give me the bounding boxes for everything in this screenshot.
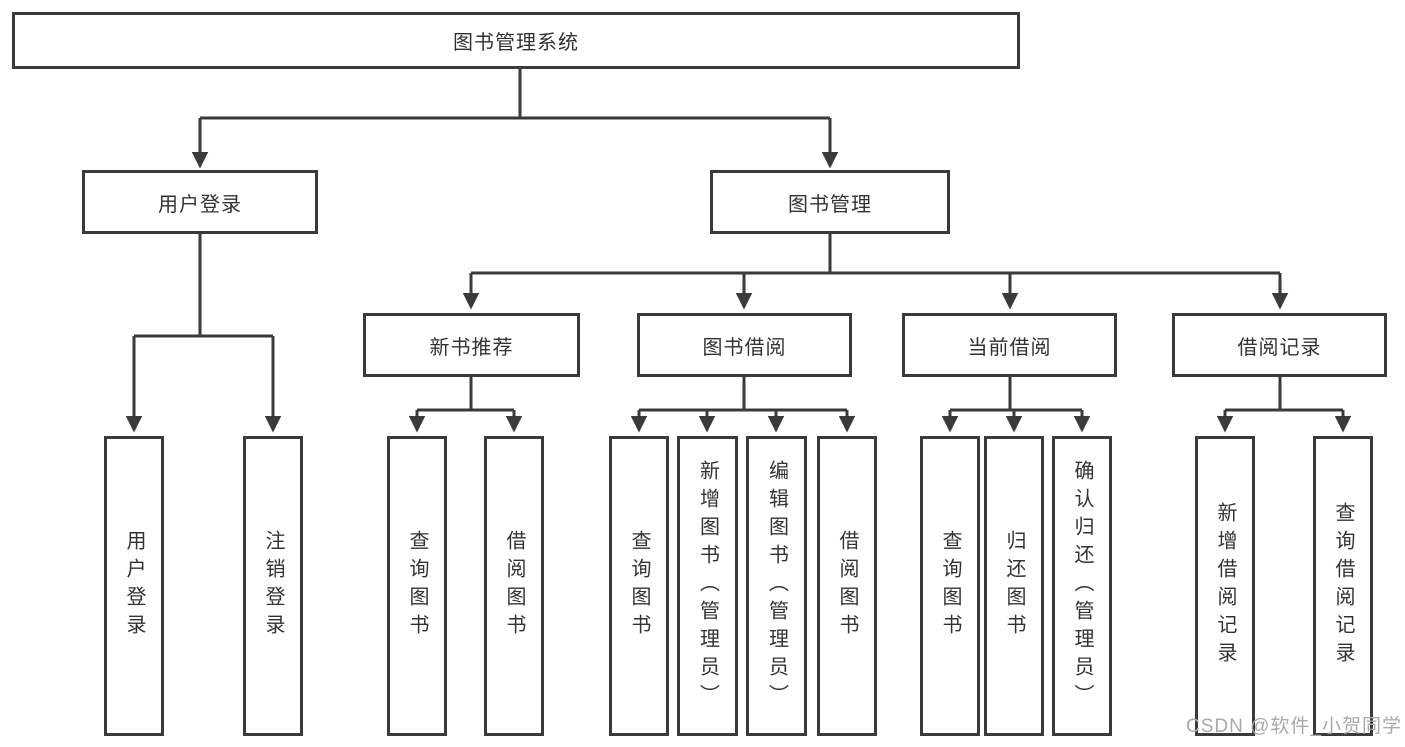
node-leaf-add-book-admin: 新增图书（管理员） [677, 436, 738, 736]
node-label: 注销登录 [262, 530, 284, 642]
watermark: CSDN @软件_小贺同学 [1186, 716, 1402, 737]
node-label: 借阅图书 [503, 530, 525, 642]
node-user-login: 用户登录 [82, 170, 318, 234]
node-label: 查询图书 [939, 530, 961, 642]
node-label: 确认归还（管理员） [1071, 460, 1093, 712]
node-leaf-edit-book-admin: 编辑图书（管理员） [746, 436, 807, 736]
node-borrow-records: 借阅记录 [1172, 313, 1387, 377]
node-label: 查询图书 [406, 530, 428, 642]
node-label: 新书推荐 [429, 336, 514, 359]
node-leaf-return-book: 归还图书 [984, 436, 1044, 736]
node-leaf-query-books-recommend: 查询图书 [387, 436, 447, 736]
node-label: 用户登录 [123, 530, 145, 642]
node-leaf-add-borrow-record: 新增借阅记录 [1195, 436, 1255, 736]
node-leaf-confirm-return-admin: 确认归还（管理员） [1052, 436, 1112, 736]
node-label: 用户登录 [158, 193, 242, 216]
node-book-management: 图书管理 [710, 170, 950, 234]
node-label: 借阅记录 [1237, 336, 1322, 359]
node-leaf-borrow-books-recommend: 借阅图书 [484, 436, 544, 736]
node-leaf-borrow-books-2: 借阅图书 [817, 436, 877, 736]
node-label: 归还图书 [1003, 530, 1025, 642]
node-label: 借阅图书 [836, 530, 858, 642]
node-label: 当前借阅 [967, 336, 1052, 359]
node-leaf-query-borrow-record: 查询借阅记录 [1313, 436, 1373, 736]
node-label: 新增借阅记录 [1214, 502, 1236, 670]
node-label: 新增图书（管理员） [696, 460, 719, 712]
node-new-book-recommend: 新书推荐 [363, 313, 580, 377]
node-leaf-logout: 注销登录 [243, 436, 303, 736]
node-label: 图书借阅 [702, 336, 787, 359]
node-label: 图书管理 [788, 193, 872, 216]
node-label: 查询图书 [628, 530, 650, 642]
node-label: 编辑图书（管理员） [765, 460, 788, 712]
node-leaf-query-books-borrow: 查询图书 [609, 436, 669, 736]
node-leaf-query-books-current: 查询图书 [920, 436, 980, 736]
node-current-borrow: 当前借阅 [902, 313, 1117, 377]
node-book-borrow: 图书借阅 [637, 313, 852, 377]
node-leaf-user-login: 用户登录 [104, 436, 164, 736]
node-root: 图书管理系统 [12, 12, 1020, 69]
node-label: 查询借阅记录 [1332, 502, 1354, 670]
node-root-label: 图书管理系统 [453, 32, 579, 54]
